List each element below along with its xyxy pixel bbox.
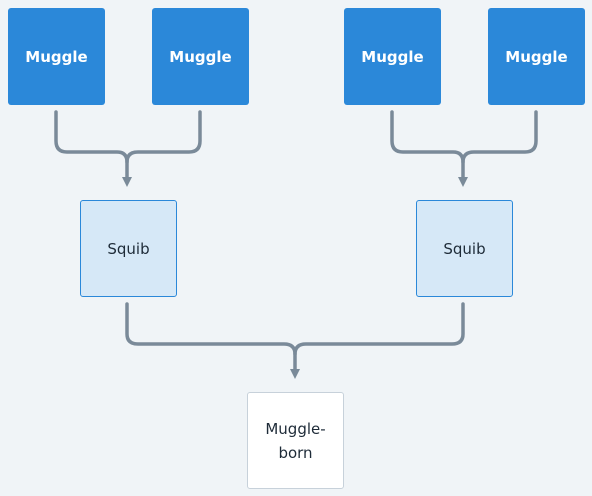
- connector-right-pair: [390, 110, 468, 187]
- child-node: Muggle- born: [247, 392, 344, 489]
- parent-node-1: Squib: [80, 200, 177, 297]
- connector-parents-left: [125, 302, 300, 379]
- connector-parents-right: [293, 302, 465, 356]
- connector-left-pair-right: [125, 110, 202, 164]
- grandparent-label-2: Muggle: [169, 47, 232, 66]
- grandparent-node-2: Muggle: [152, 8, 249, 105]
- parent-label-1: Squib: [107, 239, 150, 258]
- grandparent-label-1: Muggle: [25, 47, 88, 66]
- parent-label-2: Squib: [443, 239, 486, 258]
- connector-left-pair: [54, 110, 132, 187]
- connector-right-pair-right: [461, 110, 538, 164]
- child-label: Muggle- born: [265, 419, 326, 462]
- grandparent-node-1: Muggle: [8, 8, 105, 105]
- parent-node-2: Squib: [416, 200, 513, 297]
- grandparent-label-3: Muggle: [361, 47, 424, 66]
- grandparent-node-3: Muggle: [344, 8, 441, 105]
- grandparent-node-4: Muggle: [488, 8, 585, 105]
- grandparent-label-4: Muggle: [505, 47, 568, 66]
